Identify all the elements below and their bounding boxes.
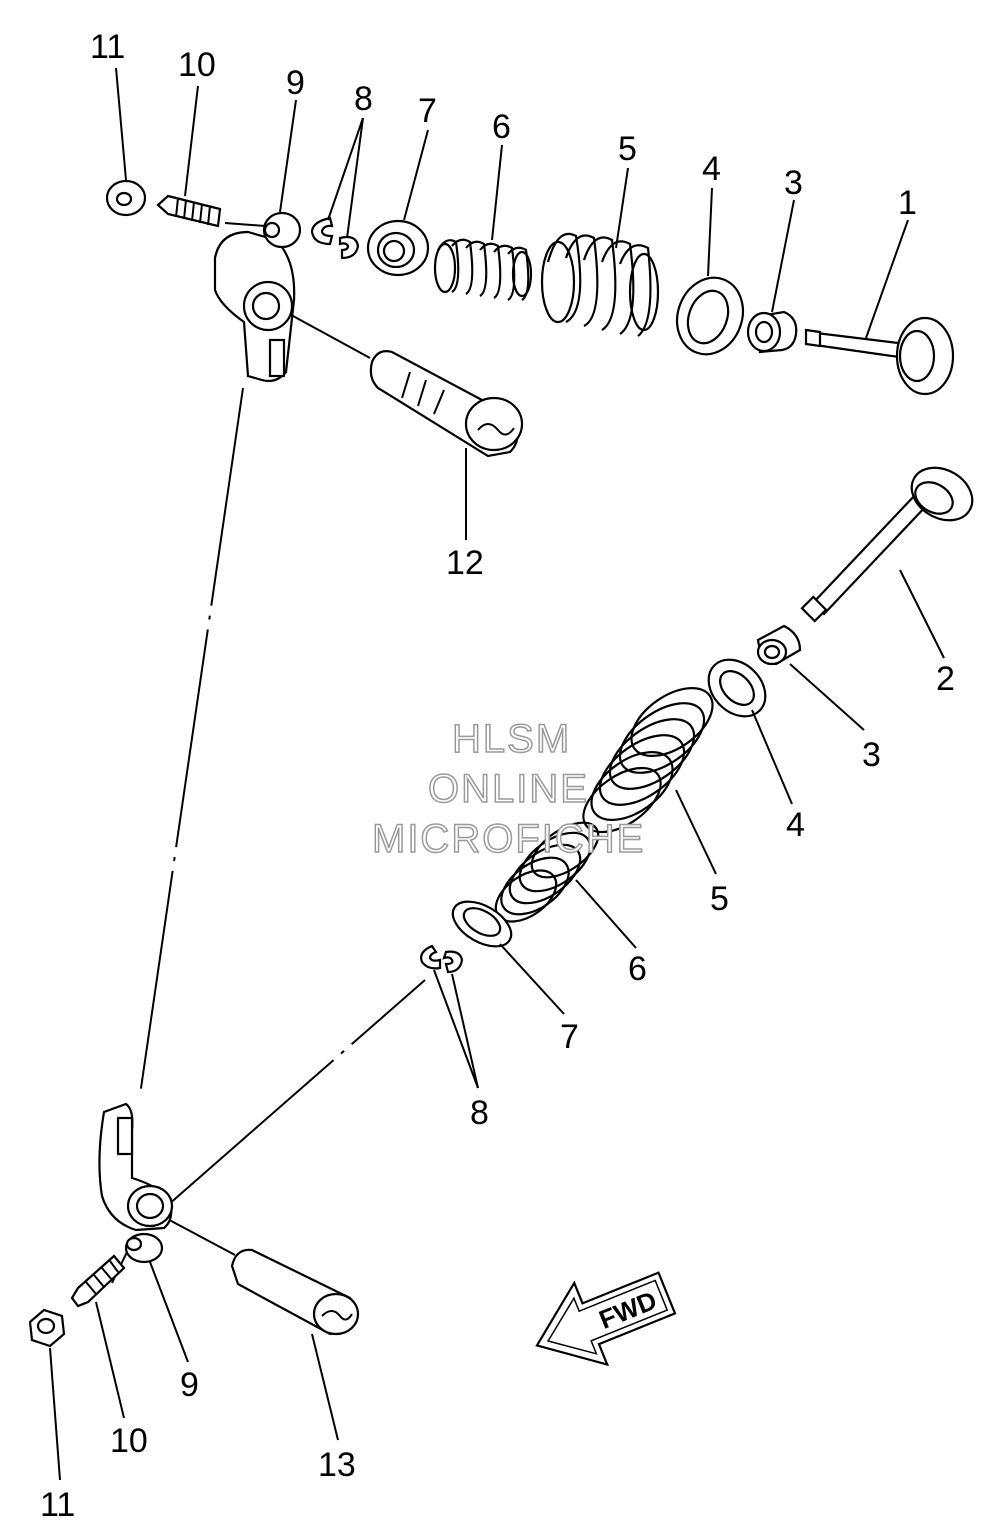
callout-7-bottom: 7: [560, 1018, 579, 1056]
callout-leaders-top: [115, 67, 909, 540]
adjust-screw-part-10-top: [156, 194, 222, 228]
rocker-shaft-part-13: [230, 1248, 360, 1336]
outer-spring-part-5-bottom: [582, 686, 714, 834]
callout-5-bottom: 5: [710, 880, 729, 918]
spring-retainer-part-7-top: [366, 219, 430, 277]
nut-part-11-top: [105, 179, 147, 217]
spring-seat-part-4-top: [676, 276, 744, 356]
exhaust-valve-part-2: [800, 466, 974, 623]
callout-2: 2: [936, 660, 955, 698]
watermark: HLSM ONLINE MICROFICHE: [371, 716, 645, 862]
watermark-line-2: ONLINE: [428, 767, 589, 811]
rocker-arm-part-9-bottom: [98, 1102, 174, 1264]
valve-collet-part-8-top: [310, 216, 360, 260]
watermark-line-1: HLSM: [452, 717, 571, 761]
bottom-valve-assembly: [28, 466, 974, 1348]
callout-6-top: 6: [492, 108, 511, 146]
rocker-shaft-part-12: [369, 350, 524, 458]
callout-12: 12: [446, 544, 484, 582]
valve-seal-part-3-top: [746, 310, 798, 354]
inner-spring-part-6-top: [433, 238, 533, 301]
callout-13: 13: [318, 1446, 356, 1484]
spring-retainer-part-7-bottom: [451, 900, 513, 948]
valve-seal-part-3-bottom: [756, 624, 802, 666]
callout-11-top: 11: [90, 28, 125, 66]
top-valve-assembly: [105, 179, 955, 458]
watermark-line-3: MICROFICHE: [372, 817, 645, 861]
callout-numbers-bottom: 2 3 4 5 6 7 8 9 10 11 13: [40, 660, 955, 1524]
callout-11-bottom: 11: [40, 1486, 75, 1524]
callout-4-bottom: 4: [786, 806, 805, 844]
callout-7-top: 7: [418, 92, 437, 130]
callout-1: 1: [898, 184, 917, 222]
callout-4-top: 4: [702, 150, 721, 188]
callout-10-top: 10: [178, 46, 216, 84]
rocker-arm-part-9-top: [213, 211, 302, 383]
valve-collet-part-8-bottom: [420, 944, 464, 974]
callout-3-bottom: 3: [862, 736, 881, 774]
callout-9-top: 9: [286, 64, 305, 102]
callout-leaders-bottom: [49, 569, 945, 1481]
forward-direction-arrow: FWD: [535, 1271, 677, 1367]
callout-9-bottom: 9: [180, 1366, 199, 1404]
callout-5-top: 5: [618, 130, 637, 168]
callout-6-bottom: 6: [628, 950, 647, 988]
callout-8-bottom: 8: [470, 1094, 489, 1132]
callout-numbers-top: 11 10 9 8 7 6 5 4 3 1 12: [90, 28, 917, 582]
callout-10-bottom: 10: [110, 1422, 148, 1460]
spring-seat-part-4-bottom: [707, 658, 767, 718]
nut-part-11-bottom: [28, 1308, 66, 1348]
callout-3-top: 3: [784, 164, 803, 202]
callout-8-top: 8: [354, 80, 373, 118]
intake-valve-part-1: [804, 316, 955, 396]
outer-spring-part-5-top: [540, 232, 660, 337]
adjust-screw-part-10-bottom: [70, 1254, 126, 1308]
